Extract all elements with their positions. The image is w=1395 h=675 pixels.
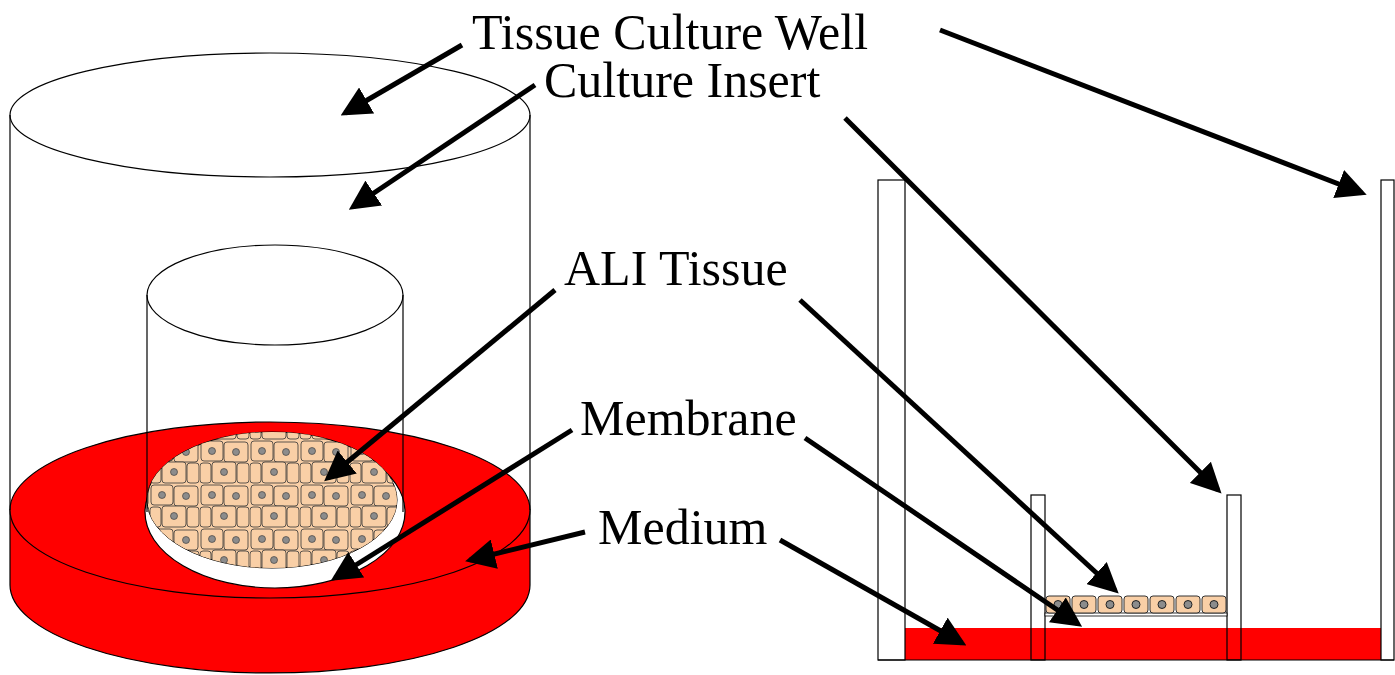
part-label: ALI Tissue	[560, 243, 792, 293]
cell	[1124, 596, 1148, 613]
cell	[1098, 596, 1122, 613]
cell	[1202, 596, 1226, 613]
part-label: Membrane	[576, 393, 801, 443]
cell-nucleus	[1080, 601, 1088, 609]
cell-nucleus	[1158, 601, 1166, 609]
part-label: Tissue Culture Well	[468, 7, 872, 57]
cell	[1072, 596, 1096, 613]
cell	[1150, 596, 1174, 613]
well-section	[878, 180, 1394, 660]
cell	[1176, 596, 1200, 613]
cell-nucleus	[1106, 601, 1114, 609]
cell-nucleus	[1132, 601, 1140, 609]
part-label: Culture Insert	[540, 55, 824, 105]
leader-lines	[328, 30, 1362, 643]
cell-nucleus	[1184, 601, 1192, 609]
well-3d	[10, 53, 530, 673]
cell-nucleus	[1210, 601, 1218, 609]
part-label: Medium	[594, 502, 771, 552]
